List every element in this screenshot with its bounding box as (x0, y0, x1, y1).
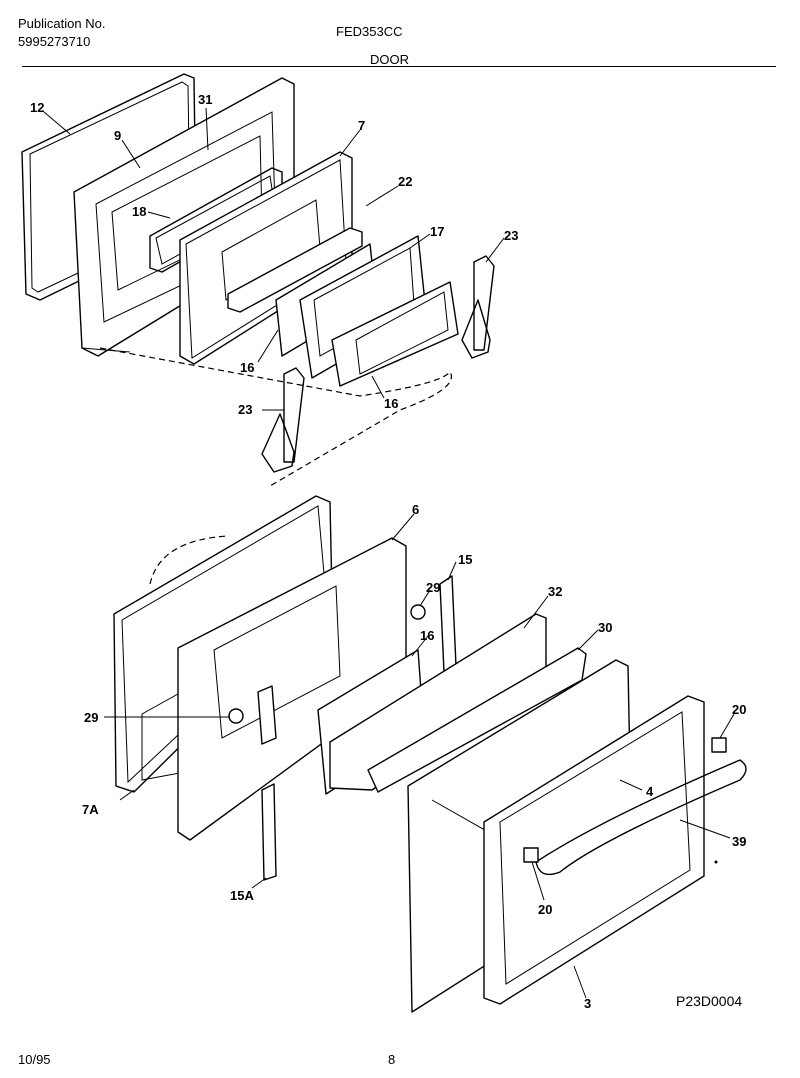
callout-7: 7 (358, 118, 365, 133)
callout-29-lower: 29 (84, 710, 98, 725)
callout-7a: 7A (82, 802, 99, 817)
callout-32: 32 (548, 584, 562, 599)
hinge-left-part (261, 367, 305, 473)
callout-22: 22 (398, 174, 412, 189)
callout-16-right: 16 (384, 396, 398, 411)
callout-15a: 15A (230, 888, 254, 903)
callout-16-lower: 16 (420, 628, 434, 643)
footer-page: 8 (388, 1052, 396, 1067)
callout-6: 6 (412, 502, 419, 517)
bushing-upper-part (410, 604, 426, 620)
callout-29-upper: 29 (426, 580, 440, 595)
callout-12: 12 (30, 100, 44, 115)
channel-part (329, 613, 587, 793)
drawing-code: P23D0004 (676, 993, 743, 1009)
callout-20-right: 20 (732, 702, 746, 717)
handle-part (523, 737, 747, 876)
callout-16-left: 16 (240, 360, 254, 375)
bushing-lower-part (228, 708, 244, 724)
header-rule (22, 66, 776, 67)
model-number: FED353CC (336, 24, 403, 39)
callout-15: 15 (458, 552, 472, 567)
callout-20-lower: 20 (538, 902, 552, 917)
callout-4: 4 (646, 784, 654, 799)
callout-3: 3 (584, 996, 591, 1011)
callout-17: 17 (430, 224, 444, 239)
publication-label: Publication No. (18, 16, 106, 31)
footer-date: 10/95 (18, 1052, 51, 1067)
hinge-right-part (461, 255, 495, 359)
assembly-path-line (149, 535, 229, 585)
callout-23-lower: 23 (238, 402, 252, 417)
callout-9: 9 (114, 128, 121, 143)
callout-18: 18 (132, 204, 146, 219)
callout-labels: 12 31 9 7 22 18 17 23 16 16 23 6 15 29 3… (30, 92, 746, 1011)
leader-lines (43, 107, 735, 999)
callout-23-upper: 23 (504, 228, 518, 243)
callout-39: 39 (732, 834, 746, 849)
bracket-part (257, 575, 457, 881)
publication-number: 5995273710 (18, 34, 91, 49)
window-pack-part (227, 227, 459, 387)
callout-31: 31 (198, 92, 212, 107)
small-mark (714, 860, 718, 864)
callout-30: 30 (598, 620, 612, 635)
hinge-path-line (99, 347, 452, 487)
section-title: DOOR (370, 52, 409, 67)
